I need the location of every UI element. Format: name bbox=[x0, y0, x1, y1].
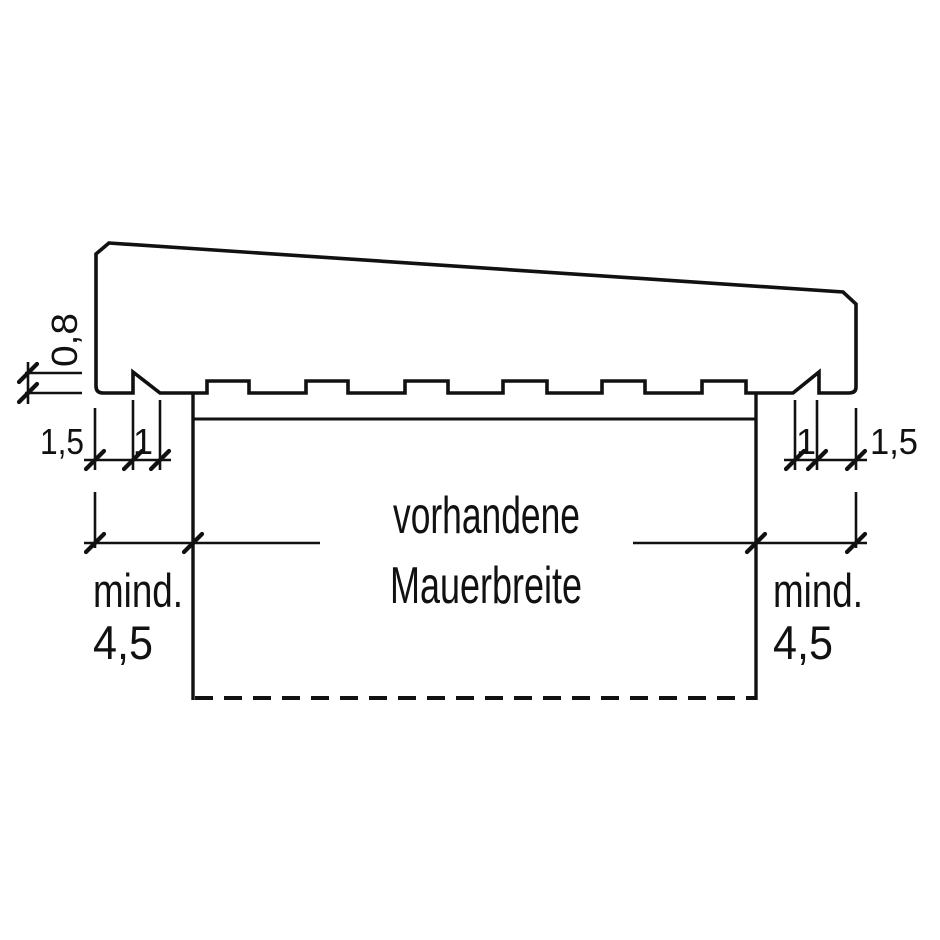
dimension-right-min-width: mind. 4,5 bbox=[633, 492, 868, 669]
dim-tick bbox=[844, 448, 868, 472]
dim-tick bbox=[844, 531, 868, 555]
right-groove-label: 1 bbox=[796, 421, 816, 462]
wall bbox=[191, 393, 758, 700]
dim-tick bbox=[744, 531, 768, 555]
left-min-word: mind. bbox=[93, 564, 183, 617]
coping-profile bbox=[94, 241, 858, 395]
right-min-value: 4,5 bbox=[773, 616, 833, 669]
dim-tick bbox=[805, 448, 829, 472]
right-overhang-label: 1,5 bbox=[870, 421, 918, 462]
dim-tick bbox=[783, 448, 807, 472]
dimension-right-edge: 1 1,5 bbox=[783, 400, 918, 472]
left-overhang-label: 1,5 bbox=[40, 421, 84, 462]
dim-tick bbox=[148, 448, 172, 472]
left-groove-label: 1 bbox=[133, 421, 153, 462]
dimension-wall-width: vorhandene Mauerbreite bbox=[390, 487, 582, 615]
dim-tick bbox=[181, 531, 205, 555]
wall-width-label-line1: vorhandene bbox=[393, 487, 580, 545]
dim-tick bbox=[83, 531, 107, 555]
dimension-left-min-width: mind. 4,5 bbox=[83, 492, 320, 669]
left-min-value: 4,5 bbox=[93, 616, 153, 669]
dim-tick bbox=[16, 361, 40, 385]
right-min-word: mind. bbox=[773, 564, 863, 617]
drip-height-label: 0,8 bbox=[44, 313, 85, 367]
dimension-drip-height: 0,8 bbox=[16, 313, 85, 405]
dim-tick bbox=[83, 448, 107, 472]
dimension-left-edge: 1,5 1 bbox=[40, 400, 172, 472]
dim-tick bbox=[16, 381, 40, 405]
wall-width-label-line2: Mauerbreite bbox=[390, 557, 582, 615]
dim-tick bbox=[121, 448, 145, 472]
